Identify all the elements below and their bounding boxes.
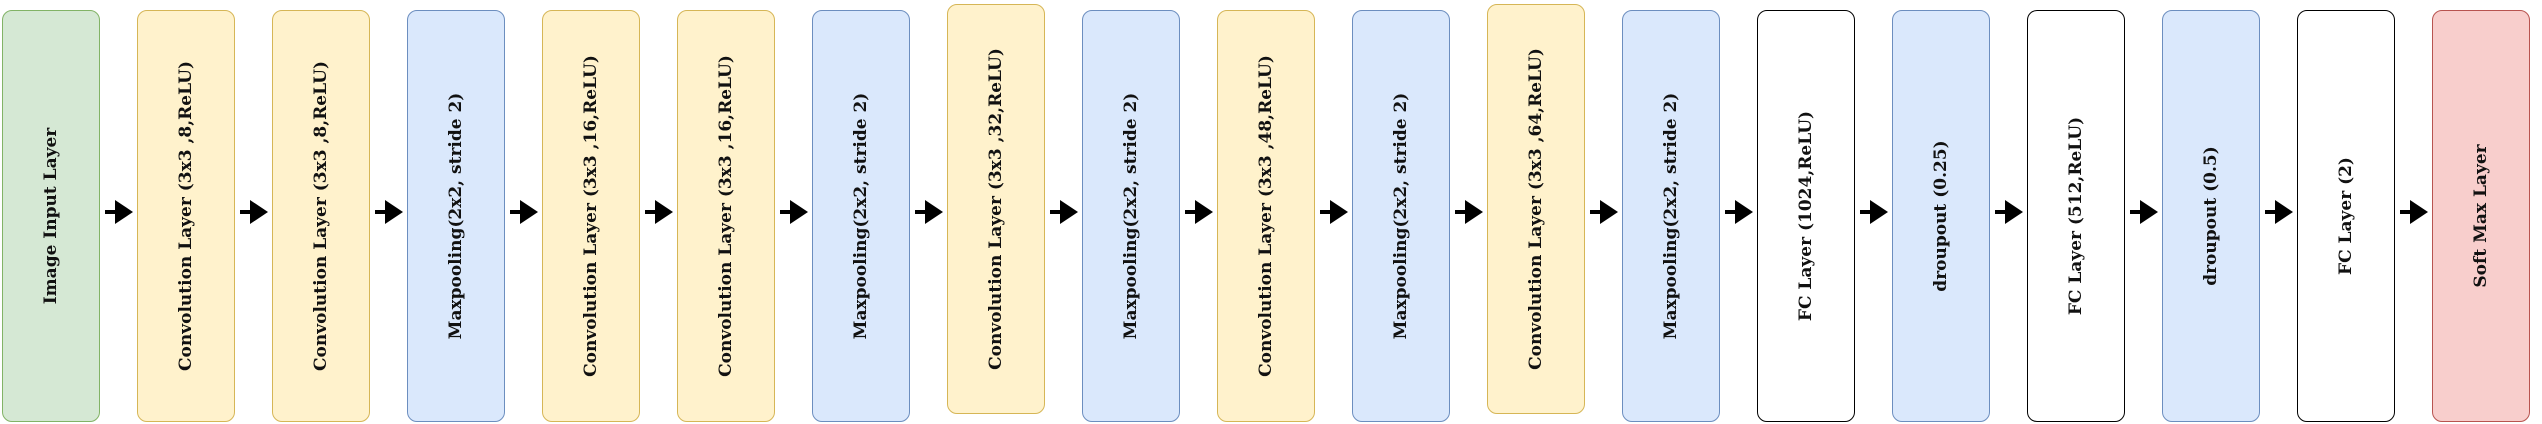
layer-box-fc: FC Layer (512,ReLU)	[2027, 10, 2125, 422]
layer-box-input: Image Input Layer	[2, 10, 100, 422]
layer-box-conv: Convolution Layer (3x3 ,16,ReLU)	[542, 10, 640, 422]
layer-box-fc: FC Layer (2)	[2297, 10, 2395, 422]
flow-arrow-icon	[1860, 200, 1888, 224]
flow-arrow-icon	[2265, 200, 2293, 224]
layer-label: Maxpooling(2x2, stride 2)	[446, 92, 466, 340]
flow-arrow-icon	[1050, 200, 1078, 224]
layer-label: Convolution Layer (3x3 ,32,ReLU)	[986, 48, 1006, 370]
layer-label: Maxpooling(2x2, stride 2)	[1391, 92, 1411, 340]
layer-box-pool: Maxpooling(2x2, stride 2)	[1622, 10, 1720, 422]
layer-box-conv: Convolution Layer (3x3 ,64,ReLU)	[1487, 4, 1585, 414]
layer-label: droupout (0.5)	[2201, 146, 2221, 286]
flow-arrow-icon	[510, 200, 538, 224]
layer-box-dropout: droupout (0.25)	[1892, 10, 1990, 422]
layer-label: Convolution Layer (3x3 ,48,ReLU)	[1256, 55, 1276, 377]
layer-label: Maxpooling(2x2, stride 2)	[1121, 92, 1141, 340]
layer-box-pool: Maxpooling(2x2, stride 2)	[407, 10, 505, 422]
flow-arrow-icon	[915, 200, 943, 224]
layer-label: Soft Max Layer	[2471, 144, 2491, 288]
layer-label: Convolution Layer (3x3 ,8,ReLU)	[176, 61, 196, 371]
layer-label: FC Layer (512,ReLU)	[2066, 116, 2086, 316]
flow-arrow-icon	[1590, 200, 1618, 224]
layer-box-fc: FC Layer (1024,ReLU)	[1757, 10, 1855, 422]
layer-label: droupout (0.25)	[1931, 140, 1951, 292]
layer-label: Maxpooling(2x2, stride 2)	[851, 92, 871, 340]
layer-box-dropout: droupout (0.5)	[2162, 10, 2260, 422]
layer-box-conv: Convolution Layer (3x3 ,8,ReLU)	[137, 10, 235, 422]
flow-arrow-icon	[375, 200, 403, 224]
flow-arrow-icon	[1725, 200, 1753, 224]
flow-arrow-icon	[240, 200, 268, 224]
flow-arrow-icon	[2130, 200, 2158, 224]
flow-arrow-icon	[105, 200, 133, 224]
flow-arrow-icon	[1455, 200, 1483, 224]
layer-label: Convolution Layer (3x3 ,64,ReLU)	[1526, 48, 1546, 370]
flow-arrow-icon	[1320, 200, 1348, 224]
layer-box-conv: Convolution Layer (3x3 ,48,ReLU)	[1217, 10, 1315, 422]
layer-box-pool: Maxpooling(2x2, stride 2)	[812, 10, 910, 422]
layer-label: FC Layer (1024,ReLU)	[1796, 110, 1816, 322]
flow-arrow-icon	[645, 200, 673, 224]
layer-box-conv: Convolution Layer (3x3 ,16,ReLU)	[677, 10, 775, 422]
layer-label: FC Layer (2)	[2336, 157, 2356, 275]
layer-label: Convolution Layer (3x3 ,8,ReLU)	[311, 61, 331, 371]
layer-box-conv: Convolution Layer (3x3 ,8,ReLU)	[272, 10, 370, 422]
layer-label: Convolution Layer (3x3 ,16,ReLU)	[581, 55, 601, 377]
layer-box-pool: Maxpooling(2x2, stride 2)	[1352, 10, 1450, 422]
layer-label: Image Input Layer	[41, 127, 61, 305]
layer-label: Maxpooling(2x2, stride 2)	[1661, 92, 1681, 340]
layer-box-softmax: Soft Max Layer	[2432, 10, 2530, 422]
flow-arrow-icon	[780, 200, 808, 224]
layer-box-pool: Maxpooling(2x2, stride 2)	[1082, 10, 1180, 422]
layer-box-conv: Convolution Layer (3x3 ,32,ReLU)	[947, 4, 1045, 414]
flow-arrow-icon	[1185, 200, 1213, 224]
layer-label: Convolution Layer (3x3 ,16,ReLU)	[716, 55, 736, 377]
flow-arrow-icon	[1995, 200, 2023, 224]
flow-arrow-icon	[2400, 200, 2428, 224]
